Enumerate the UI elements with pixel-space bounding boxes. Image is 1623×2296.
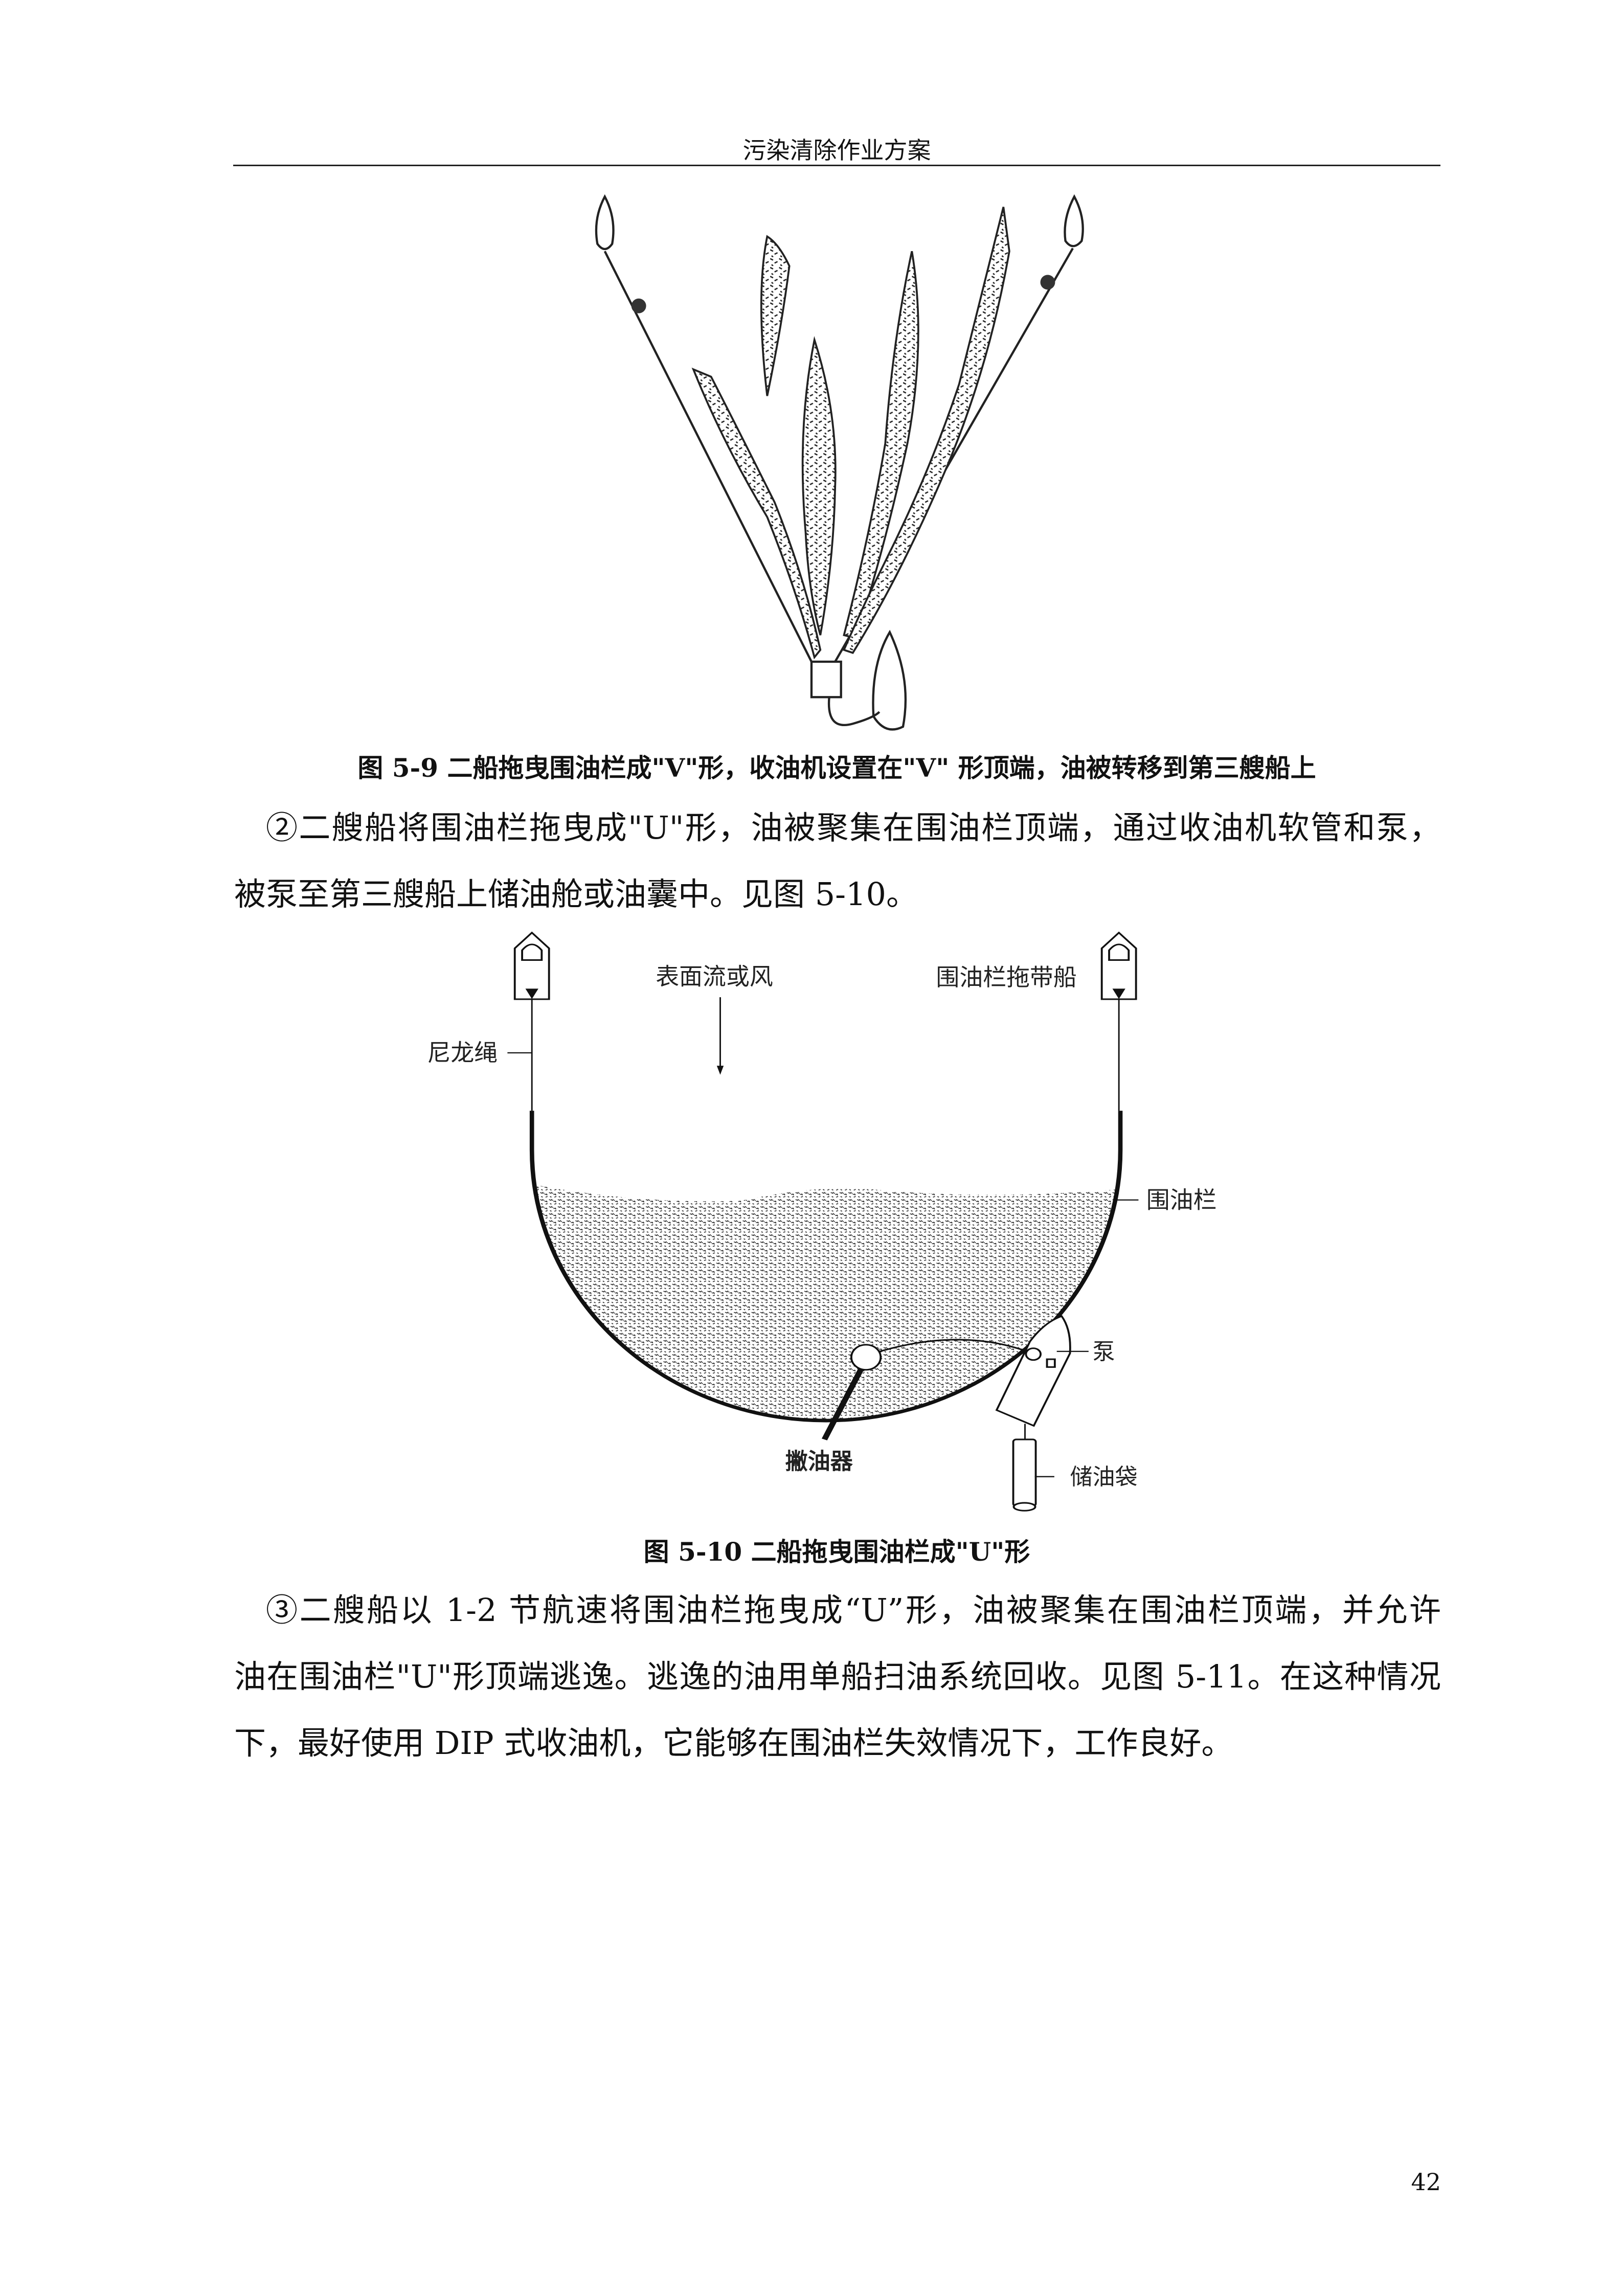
- storage-bag-icon: [1012, 1438, 1037, 1512]
- right-tow-boat-icon: [1100, 931, 1137, 1000]
- left-float-icon: [595, 194, 615, 251]
- paragraph-3-line-3: 下，最好使用 DIP 式收油机，它能够在围油栏失效情况下，工作良好。: [234, 1724, 1233, 1762]
- label-boom: 围油栏: [1146, 1186, 1217, 1213]
- third-boat-icon: [872, 629, 907, 731]
- flow-arrowhead-icon: [716, 1066, 724, 1075]
- label-skimmer: 撇油器: [785, 1448, 853, 1474]
- figure-5-9-v-boom-diagram: [595, 194, 1084, 731]
- right-buoy-icon: [1040, 275, 1055, 290]
- label-nylon-rope: 尼龙绳: [427, 1039, 498, 1067]
- paragraph-2-line-2: 被泵至第三艘船上储油舱或油囊中。见图 5-10。: [234, 875, 918, 913]
- header-rule: [233, 165, 1440, 166]
- figure-5-9-caption: 图 5-9 二船拖曳围油栏成"V"形，收油机设置在"V" 形顶端，油被转移到第三…: [357, 753, 1316, 783]
- label-current-or-wind: 表面流或风: [656, 962, 773, 990]
- label-storage-bag: 储油袋: [1070, 1464, 1138, 1490]
- skimmer-hose: [821, 1368, 864, 1440]
- left-tow-line: [603, 251, 813, 662]
- right-float-icon: [1064, 194, 1084, 247]
- left-buoy-icon: [631, 298, 646, 313]
- label-pump: 泵: [1093, 1339, 1115, 1365]
- skimmer-icon: [850, 1344, 882, 1371]
- figure-5-10-u-boom-diagram: 表面流或风 围油栏拖带船 尼龙绳 围油栏 泵 撇油器 储油袋: [427, 931, 1216, 1512]
- page-header: 污染清除作业方案: [742, 137, 931, 164]
- figure-5-10-caption: 图 5-10 二船拖曳围油栏成"U"形: [643, 1537, 1030, 1567]
- label-tow-boat: 围油栏拖带船: [936, 963, 1076, 991]
- page-number: 42: [1411, 2168, 1441, 2196]
- hose-line: [827, 697, 881, 727]
- skimmer-icon: [810, 660, 842, 699]
- pump-boat-icon: [995, 1315, 1071, 1427]
- paragraph-2-line-1: ②二艘船将围油栏拖曳成"U"形，油被聚集在围油栏顶端，通过收油机软管和泵，: [266, 809, 1441, 846]
- transfer-hose: [873, 1339, 1033, 1355]
- left-tow-boat-icon: [513, 931, 550, 1000]
- oil-boom: [529, 1111, 1123, 1423]
- collected-oil: [532, 1185, 1121, 1421]
- paragraph-3-line-1: ③二艘船以 1-2 节航速将围油栏拖曳成“U”形，油被聚集在围油栏顶端，并允许: [266, 1591, 1441, 1629]
- oil-slicks: [691, 207, 1010, 660]
- paragraph-3-line-2: 油在围油栏"U"形顶端逃逸。逃逸的油用单船扫油系统回收。见图 5-11。在这种情…: [234, 1658, 1441, 1695]
